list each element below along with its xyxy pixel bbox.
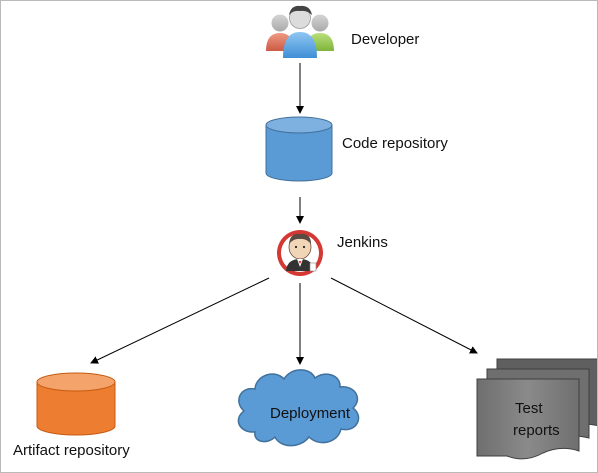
people-group-icon xyxy=(266,5,334,58)
edges xyxy=(90,63,478,365)
artifact-repository-cylinder-icon xyxy=(36,372,116,436)
developer-label: Developer xyxy=(351,31,420,48)
document-stack-icon xyxy=(476,358,597,460)
artifact-repository-label: Artifact repository xyxy=(13,442,130,459)
code-repository-cylinder-icon xyxy=(265,116,333,182)
edge-jenkins-to-test-reports xyxy=(330,277,478,354)
edge-jenkins-to-artifact-repository xyxy=(90,277,270,364)
test-reports-label-line1: Test xyxy=(515,400,543,417)
deployment-cloud-icon xyxy=(237,369,360,447)
jenkins-label: Jenkins xyxy=(337,234,388,251)
deployment-label: Deployment xyxy=(270,405,351,422)
jenkins-butler-icon xyxy=(277,230,323,276)
test-reports-label-line2: reports xyxy=(513,422,560,439)
code-repository-label: Code repository xyxy=(342,135,448,152)
